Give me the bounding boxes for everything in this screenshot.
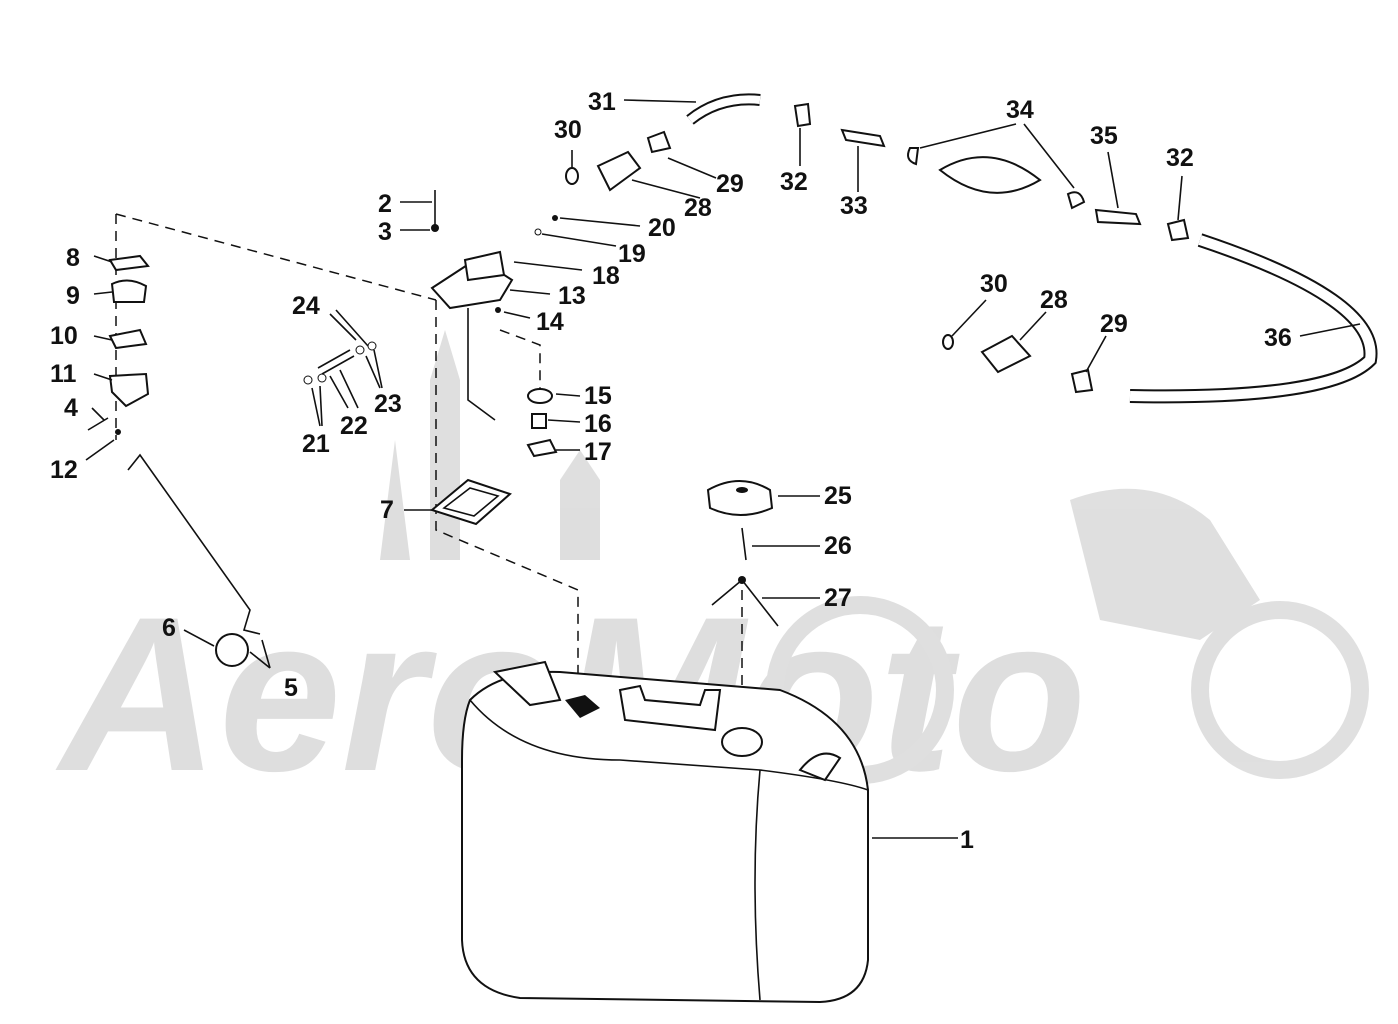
- callout-14: 14: [536, 308, 564, 336]
- callout-30-upper: 30: [554, 116, 582, 144]
- callout-4: 4: [64, 394, 78, 422]
- callout-30-lower: 30: [980, 270, 1008, 298]
- callout-29-upper: 29: [716, 170, 744, 198]
- callout-17: 17: [584, 438, 612, 466]
- callout-34: 34: [1006, 96, 1034, 124]
- callout-1: 1: [960, 826, 974, 854]
- callout-25: 25: [824, 482, 852, 510]
- callout-labels: 1 2 3 4 5 6 7 8 9 10 11 12 13 14 15 16 1…: [50, 88, 1292, 854]
- callout-28-lower: 28: [1040, 286, 1068, 314]
- gasket: [429, 478, 512, 526]
- callout-36: 36: [1264, 324, 1292, 352]
- callout-27: 27: [824, 584, 852, 612]
- gauge-assembly: [430, 190, 558, 458]
- spring-parts: [303, 341, 377, 385]
- callout-26: 26: [824, 532, 852, 560]
- callout-11: 11: [50, 360, 77, 388]
- callout-20: 20: [648, 214, 676, 242]
- callout-6: 6: [162, 614, 176, 642]
- callout-33: 33: [840, 192, 868, 220]
- tank-cap-assembly: [706, 480, 779, 627]
- float-arm-assembly: [87, 254, 261, 667]
- callout-3: 3: [378, 218, 392, 246]
- callout-32-left: 32: [780, 168, 808, 196]
- callout-21: 21: [302, 430, 330, 458]
- fuel-line-assembly: [565, 93, 1378, 404]
- callout-29-lower: 29: [1100, 310, 1128, 338]
- callout-5: 5: [284, 674, 298, 702]
- callout-19: 19: [618, 240, 646, 268]
- fuel-tank: [461, 660, 869, 1004]
- callout-32-right: 32: [1166, 144, 1194, 172]
- callout-23: 23: [374, 390, 402, 418]
- callout-12: 12: [50, 456, 78, 484]
- callout-22: 22: [340, 412, 368, 440]
- callout-10: 10: [50, 322, 78, 350]
- callout-15: 15: [584, 382, 612, 410]
- callout-16: 16: [584, 410, 612, 438]
- callout-24: 24: [292, 292, 320, 320]
- leader-lines: [85, 99, 1361, 839]
- callout-13: 13: [558, 282, 586, 310]
- callout-35: 35: [1090, 122, 1118, 150]
- callout-18: 18: [592, 262, 620, 290]
- callout-31: 31: [588, 88, 616, 116]
- callout-9: 9: [66, 282, 80, 310]
- callout-7: 7: [380, 496, 394, 524]
- callout-8: 8: [66, 244, 80, 272]
- callout-2: 2: [378, 190, 392, 218]
- callout-28-upper: 28: [684, 194, 712, 222]
